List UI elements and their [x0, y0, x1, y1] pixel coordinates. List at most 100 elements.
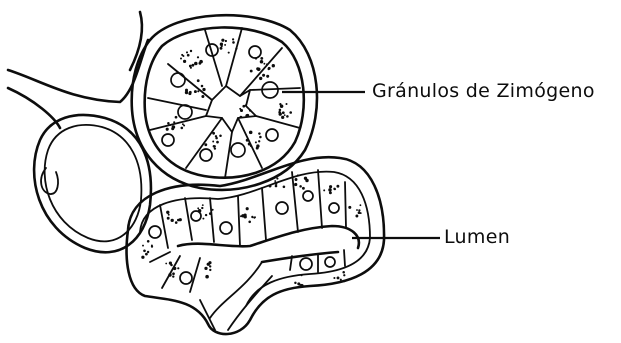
zymogen-granule	[275, 182, 278, 185]
zymogen-granule	[284, 114, 286, 116]
zymogen-granule	[348, 206, 351, 209]
zymogen-granule	[274, 180, 276, 182]
zymogen-granule	[228, 52, 230, 54]
zymogen-granule	[177, 267, 179, 269]
zymogen-granule	[285, 103, 287, 105]
zymogen-granule	[167, 122, 170, 125]
zymogen-granule	[258, 140, 260, 142]
zymogen-granule	[188, 92, 191, 95]
zymogen-granule	[145, 253, 148, 256]
zymogen-granule	[221, 39, 224, 42]
zymogen-granule	[232, 41, 235, 44]
zymogen-granule	[294, 183, 297, 186]
zymogen-granule	[212, 132, 215, 135]
zymogen-granule	[166, 128, 169, 131]
zymogen-granule	[279, 103, 281, 105]
zymogen-granule	[147, 251, 149, 253]
zymogen-granule	[232, 38, 234, 40]
zymogen-granule	[202, 218, 204, 220]
zymogen-granule	[197, 56, 199, 58]
zymogen-granule	[190, 67, 192, 69]
zymogen-granule	[255, 141, 257, 143]
zymogen-granule	[251, 216, 253, 218]
zymogen-granule	[190, 50, 192, 52]
zymogen-granule	[219, 135, 222, 138]
zymogen-granule	[263, 63, 265, 65]
zymogen-granule	[201, 85, 204, 88]
zymogen-granule	[187, 54, 190, 57]
zymogen-granule	[343, 280, 345, 282]
zymogen-granule	[192, 64, 195, 67]
zymogen-granule	[266, 63, 268, 65]
zymogen-granule	[201, 95, 204, 98]
zymogen-granule	[170, 124, 172, 126]
zymogen-granule	[262, 74, 265, 77]
zymogen-granule	[205, 214, 207, 216]
zymogen-granule	[173, 267, 176, 270]
zymogen-granule	[171, 219, 174, 222]
zymogen-granule	[224, 44, 226, 46]
zymogen-granule	[248, 221, 251, 224]
zymogen-granule	[333, 277, 335, 279]
zymogen-granule	[336, 185, 339, 188]
lower-acinus	[127, 157, 384, 334]
zymogen-granule	[259, 77, 262, 80]
zymogen-granule	[250, 70, 253, 73]
zymogen-granule	[266, 75, 269, 78]
zymogen-granule	[297, 282, 300, 285]
zymogen-granule	[198, 209, 202, 213]
zymogen-granule	[208, 261, 211, 264]
zymogen-granule	[183, 60, 186, 63]
zymogen-granule	[239, 108, 241, 110]
zymogen-granule	[304, 177, 307, 180]
zymogen-granule	[182, 123, 184, 125]
zymogen-granule	[297, 174, 299, 176]
zymogen-granule	[334, 188, 336, 190]
zymogen-granule	[215, 137, 218, 140]
zymogen-granule	[256, 67, 259, 70]
zymogen-granule	[197, 90, 199, 92]
zymogen-granule	[209, 265, 211, 267]
zymogen-granule	[289, 111, 292, 114]
zymogen-granule	[172, 275, 174, 277]
zymogen-granule	[299, 185, 302, 188]
lumen-label: Lumen	[444, 226, 510, 248]
zymogen-granule	[259, 136, 262, 139]
zymogen-granule	[166, 211, 169, 214]
zymogen-granule	[256, 147, 259, 150]
zymogen-granule	[235, 47, 237, 49]
zymogen-granule	[216, 141, 219, 144]
zymogen-granule	[275, 185, 278, 188]
zymogen-granule	[279, 109, 282, 112]
zymogen-granule	[205, 275, 209, 279]
zymogen-granule	[197, 79, 200, 82]
zymogen-granule	[258, 132, 260, 134]
zymogen-granule	[360, 212, 362, 214]
zymogen-granule	[282, 111, 285, 114]
zymogen-granule	[186, 51, 188, 53]
zymogen-granule	[356, 209, 358, 211]
zymogen-granule	[180, 58, 182, 60]
zymogen-granule	[329, 191, 332, 194]
zymogen-granule	[283, 186, 286, 189]
zymogen-granule	[249, 109, 251, 111]
zymogen-granule	[301, 274, 303, 276]
zymogen-granule	[202, 204, 204, 206]
zymogen-granule	[286, 115, 289, 118]
zymogen-granule	[141, 256, 144, 259]
zymogen-granule	[173, 121, 175, 123]
zymogen-granule	[246, 139, 249, 142]
zymogen-granule	[180, 127, 183, 130]
zymogen-granule	[300, 284, 303, 287]
zymogen-granule	[172, 272, 175, 275]
zymogen-granule	[147, 240, 150, 243]
connective-tissue	[8, 12, 148, 128]
zymogen-granule	[328, 188, 332, 192]
zymogen-granule	[204, 267, 207, 270]
zymogen-granule	[171, 127, 174, 130]
zymogen-granule	[175, 221, 178, 224]
zymogen-granule	[165, 263, 167, 265]
zymogen-granule	[168, 273, 171, 276]
zymogen-granule	[359, 204, 361, 206]
